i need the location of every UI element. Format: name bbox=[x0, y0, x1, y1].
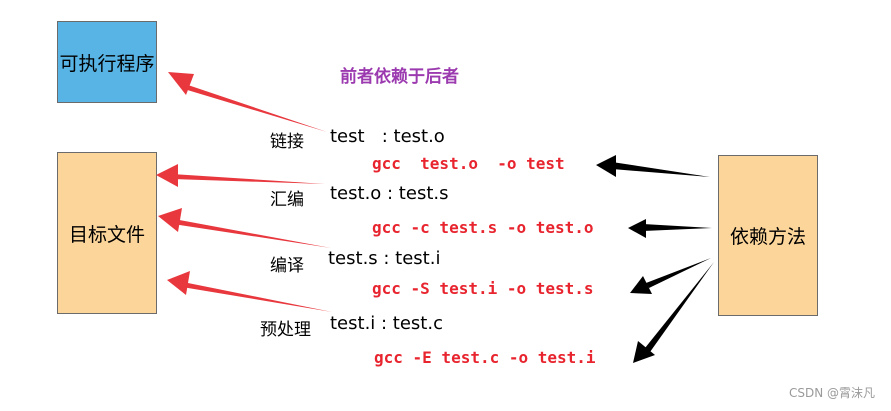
stage-link-rule: test : test.o bbox=[330, 126, 445, 147]
stage-assemble-command: gcc -c test.s -o test.o bbox=[372, 218, 594, 237]
executable-label: 可执行程序 bbox=[59, 52, 155, 75]
stage-link-command: gcc test.o -o test bbox=[372, 154, 565, 173]
stage-preprocess-command: gcc -E test.c -o test.i bbox=[374, 348, 596, 367]
red-arrow-link bbox=[168, 72, 327, 132]
red-arrow-preprocess bbox=[167, 271, 332, 312]
black-arrow-assemble bbox=[628, 219, 712, 238]
object-files-box: 目标文件 bbox=[57, 152, 157, 314]
red-arrow-compile bbox=[158, 208, 331, 248]
watermark: CSDN @霄沫凡 bbox=[788, 386, 875, 400]
stage-preprocess-rule: test.i : test.c bbox=[330, 313, 443, 334]
diagram-title: 前者依赖于后者 bbox=[340, 67, 459, 87]
stage-compile-rule: test.s : test.i bbox=[328, 248, 441, 269]
stage-preprocess-name: 预处理 bbox=[260, 320, 311, 340]
black-arrow-link bbox=[596, 155, 710, 177]
dependency-method-label: 依赖方法 bbox=[729, 226, 806, 248]
object-files-label: 目标文件 bbox=[68, 223, 145, 246]
stage-assemble-rule: test.o : test.s bbox=[330, 183, 449, 204]
stage-compile-command: gcc -S test.i -o test.s bbox=[372, 279, 594, 298]
black-arrow-compile bbox=[630, 258, 711, 294]
dependency-method-box: 依赖方法 bbox=[718, 155, 818, 316]
stage-compile-name: 编译 bbox=[270, 256, 304, 276]
stage-link-name: 链接 bbox=[270, 132, 304, 152]
executable-box: 可执行程序 bbox=[57, 21, 157, 103]
red-arrow-assemble bbox=[156, 164, 325, 187]
black-arrow-preprocess bbox=[633, 262, 714, 363]
stage-assemble-name: 汇编 bbox=[270, 190, 304, 210]
